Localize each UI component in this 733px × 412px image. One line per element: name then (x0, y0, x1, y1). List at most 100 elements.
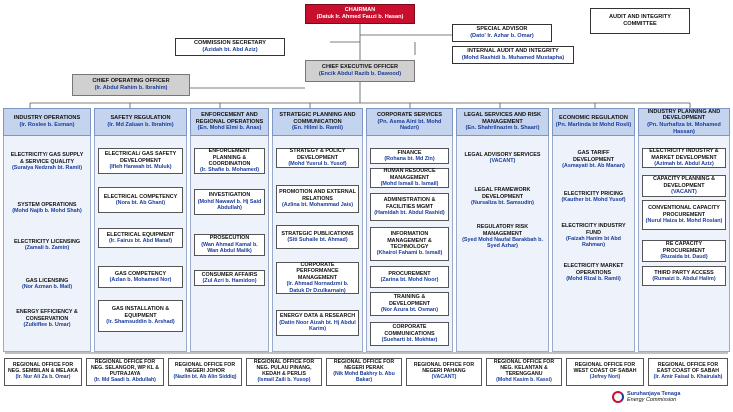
unit-title: ENFORCEMENT PLANNING & COORDINATION (208, 148, 251, 167)
internal-audit-title: INTERNAL AUDIT AND INTEGRITY (467, 48, 559, 55)
internal-audit-name: (Mohd Rashidi b. Muhamed Mustapha) (461, 55, 565, 61)
regional-office-head: (Ismail Zaili b. Yusop) (257, 376, 311, 383)
unit-head-name: (Ir. Ahmad Nornadzmi b. Datuk Dr Dzulkar… (286, 281, 349, 294)
unit-box: GAS COMPETENCY(Azlan b. Mohamed Nor) (98, 266, 183, 288)
unit-box: ELECTRICITY INDUSTRY & MARKET DEVELOPMEN… (642, 148, 726, 168)
department-head-name: (Ir. Roslee b. Esman) (19, 122, 75, 128)
regional-office-box: REGIONAL OFFICE FOR NEG. PULAU PINANG, K… (246, 358, 322, 386)
department-title: SAFETY REGULATION (110, 115, 171, 122)
coo-title: CHIEF OPERATING OFFICER (92, 78, 170, 85)
department-title: LEGAL SERVICES AND RISK MANAGEMENT (464, 112, 541, 125)
unit-title: INFORMATION MANAGEMENT & TECHNOLOGY (387, 231, 432, 250)
unit-head-name: (Azimah bt. Abdul Aziz) (654, 161, 714, 168)
unit-title: CONVENTIONAL CAPACITY PROCUREMENT (648, 205, 720, 218)
unit-head-name: (Suraiya Nedzrah bt. Ramli) (11, 165, 83, 172)
unit-head-name: (Nor Azman b. Mail) (21, 284, 73, 290)
coo-box: CHIEF OPERATING OFFICER (Ir. Abdul Rahim… (72, 74, 190, 96)
unit-head-name: (Rohana bt. Md Zin) (384, 156, 435, 162)
unit-box: REGULATORY RISK MANAGEMENT(Syed Mohd Nau… (460, 222, 545, 252)
unit-head-name: (Ruzaida bt. Daud) (660, 254, 708, 261)
regional-office-title: REGIONAL OFFICE FOR NEG. KELANTAN & TERE… (493, 359, 555, 377)
unit-title: ENERGY EFFICIENCY & CONSERVATION (16, 309, 78, 322)
regional-office-box: REGIONAL OFFICE FOR EAST COAST OF SABAH(… (648, 358, 728, 386)
unit-head-name: (Siti Suhaile bt. Ahmad) (287, 237, 348, 243)
unit-title: GAS INSTALLATION & EQUIPMENT (111, 306, 170, 319)
unit-title: CORPORATE COMMUNICATIONS (384, 324, 435, 337)
regional-office-box: REGIONAL OFFICE FOR NEGERI PERAK(Nik Moh… (326, 358, 402, 386)
department-header: INDUSTRY PLANNING AND DEVELOPMENT(Pn. Nu… (638, 108, 730, 136)
unit-head-name: (Zarina bt. Mohd Noor) (380, 277, 439, 283)
department-column (190, 108, 269, 352)
unit-title: REGULATORY RISK MANAGEMENT (476, 224, 529, 237)
unit-box: PROMOTION AND EXTERNAL RELATIONS(Azlina … (276, 185, 359, 213)
regional-office-title: REGIONAL OFFICE FOR NEG. SELANGOR, WP KL… (90, 359, 160, 377)
unit-head-name: (Mohd Rizal b. Ramli) (566, 276, 621, 283)
department-header: ENFORCEMENT AND REGIONAL OPERATIONS(En. … (190, 108, 269, 136)
special-advisor-name: (Dato' Ir. Azhar b. Omar) (470, 33, 534, 39)
unit-box: GAS LICENSING(Nor Azman b. Mail) (7, 276, 87, 292)
regional-office-title: REGIONAL OFFICE FOR NEGERI PERAK (333, 359, 395, 372)
unit-box: ELECTRICITY INDUSTRY FUND(Faizah Hanim b… (556, 223, 631, 249)
department-head-name: (En. Mohd Elmi b. Anas) (197, 125, 262, 132)
unit-box: STRATEGIC PUBLICATIONS(Siti Suhaile bt. … (276, 225, 359, 249)
unit-head-name: (Sueharti bt. Mokhtar) (381, 337, 438, 344)
unit-box: THIRD PARTY ACCESS(Rumaizi b. Abdul Hali… (642, 266, 726, 286)
unit-title: RE CAPACITY PROCUREMENT (662, 241, 706, 254)
unit-box: SYSTEM OPERATIONS(Mohd Najib b. Mohd Sha… (7, 197, 87, 219)
unit-head-name: (Azlan b. Mohamed Nor) (109, 277, 172, 283)
unit-title: SYSTEM OPERATIONS (17, 201, 77, 208)
special-advisor-box: SPECIAL ADVISOR (Dato' Ir. Azhar b. Omar… (452, 24, 552, 42)
unit-box: INVESTIGATION(Mohd Nawawi b. Hj Said Abd… (194, 189, 265, 215)
unit-box: STRATEGY & POLICY DEVELOPMENT(Mohd Yusru… (276, 148, 359, 168)
unit-title: GAS LICENSING (25, 277, 69, 284)
internal-audit-box: INTERNAL AUDIT AND INTEGRITY (Mohd Rashi… (452, 46, 574, 64)
regional-office-box: REGIONAL OFFICE FOR NEGERI PAHANG(VACANT… (406, 358, 482, 386)
energy-commission-logo: Suruhanjaya Tenaga Energy Commission (612, 391, 680, 404)
department-column (456, 108, 549, 352)
unit-box: RE CAPACITY PROCUREMENT(Ruzaida bt. Daud… (642, 240, 726, 262)
unit-title: ADMINISTRATION & FACILITIES MGMT (383, 197, 436, 210)
chairman-name: (Datuk Ir. Ahmed Fauzi b. Hasan) (316, 14, 404, 20)
department-head-name: (Ir. Md Zaluan b. Ibrahim) (107, 122, 174, 128)
regional-office-title: REGIONAL OFFICE FOR EAST COAST OF SABAH (657, 362, 719, 375)
department-header: STRATEGIC PLANNING AND COMMUNICATION(En.… (272, 108, 363, 136)
regional-office-head: (Mohd Kasim b. Kassi) (496, 376, 552, 383)
regional-office-title: REGIONAL OFFICE FOR NEG. PULAU PINANG, K… (253, 359, 315, 377)
unit-head-name: (Zul Azri b. Hamidon) (202, 278, 257, 284)
unit-title: TRAINING & DEVELOPMENT (388, 294, 431, 307)
unit-title: LEGAL FRAMEWORK DEVELOPMENT (474, 187, 531, 200)
special-advisor-title: SPECIAL ADVISOR (476, 26, 528, 33)
unit-head-name: (Hamidah bt. Abdul Rashid) (374, 210, 445, 217)
ceo-box: CHIEF EXECUTIVE OFFICER (Encik Abdul Raz… (305, 60, 415, 82)
unit-head-name: (Nor Azura bt. Osman) (380, 307, 438, 314)
commission-secretary-name: (Azidah bt. Abd Aziz) (202, 47, 258, 53)
unit-head-name: (Nursaliza bt. Samsudin) (471, 200, 534, 207)
unit-box: PROCUREMENT(Zarina bt. Mohd Noor) (370, 266, 449, 288)
department-title: ENFORCEMENT AND REGIONAL OPERATIONS (195, 112, 264, 125)
regional-office-head: (Ir. Md Saadi b. Abdullah) (94, 376, 156, 383)
unit-title: FINANCE (397, 149, 422, 156)
unit-head-name: (Ir. Shafie b. Mohamed) (199, 167, 259, 174)
unit-head-name: (Zamali b. Zamin) (24, 245, 70, 251)
unit-title: THIRD PARTY ACCESS (654, 269, 714, 276)
unit-box: ELECTRICITY PRICING(Kauther bt. Mohd Yus… (556, 185, 631, 209)
unit-title: GAS COMPETENCY (114, 270, 167, 277)
regional-office-box: REGIONAL OFFICE FOR WEST COAST OF SABAH(… (566, 358, 644, 386)
unit-title: PROMOTION AND EXTERNAL RELATIONS (279, 189, 356, 202)
department-column (552, 108, 635, 352)
unit-box: ELECTRICITY/ GAS SUPPLY & SERVICE QUALIT… (7, 148, 87, 176)
department-header: ECONOMIC REGULATION(Pn. Marlinda bt Mohd… (552, 108, 635, 136)
unit-box: ENFORCEMENT PLANNING & COORDINATION(Ir. … (194, 148, 265, 174)
logo-mark-icon (612, 391, 624, 404)
regional-office-title: REGIONAL OFFICE FOR WEST COAST OF SABAH (573, 362, 637, 375)
department-head-name: (Pn. Nurhafiza bt. Mohamed Hassan) (647, 122, 721, 135)
unit-head-name: (Azlina bt. Mohammad Jais) (282, 202, 353, 209)
regional-office-box: REGIONAL OFFICE FOR NEGERI JOHOR(Nazlin … (168, 358, 242, 386)
unit-head-name: (Mohd Yusrul b. Yusof) (288, 161, 347, 168)
regional-office-box: REGIONAL OFFICE FOR NEG. KELANTAN & TERE… (486, 358, 562, 386)
unit-box: ELECTRICAL EQUIPMENT(Ir. Fairus bt. Abd … (98, 228, 183, 248)
logo-line2: Energy Commission (627, 397, 677, 404)
regional-office-head: (Ir. Nur Ali Za b. Omar) (15, 373, 71, 380)
regional-office-head: (Jefrey Nori) (589, 373, 621, 380)
unit-box: ELECTRICITY LICENSING(Zamali b. Zamin) (7, 238, 87, 252)
